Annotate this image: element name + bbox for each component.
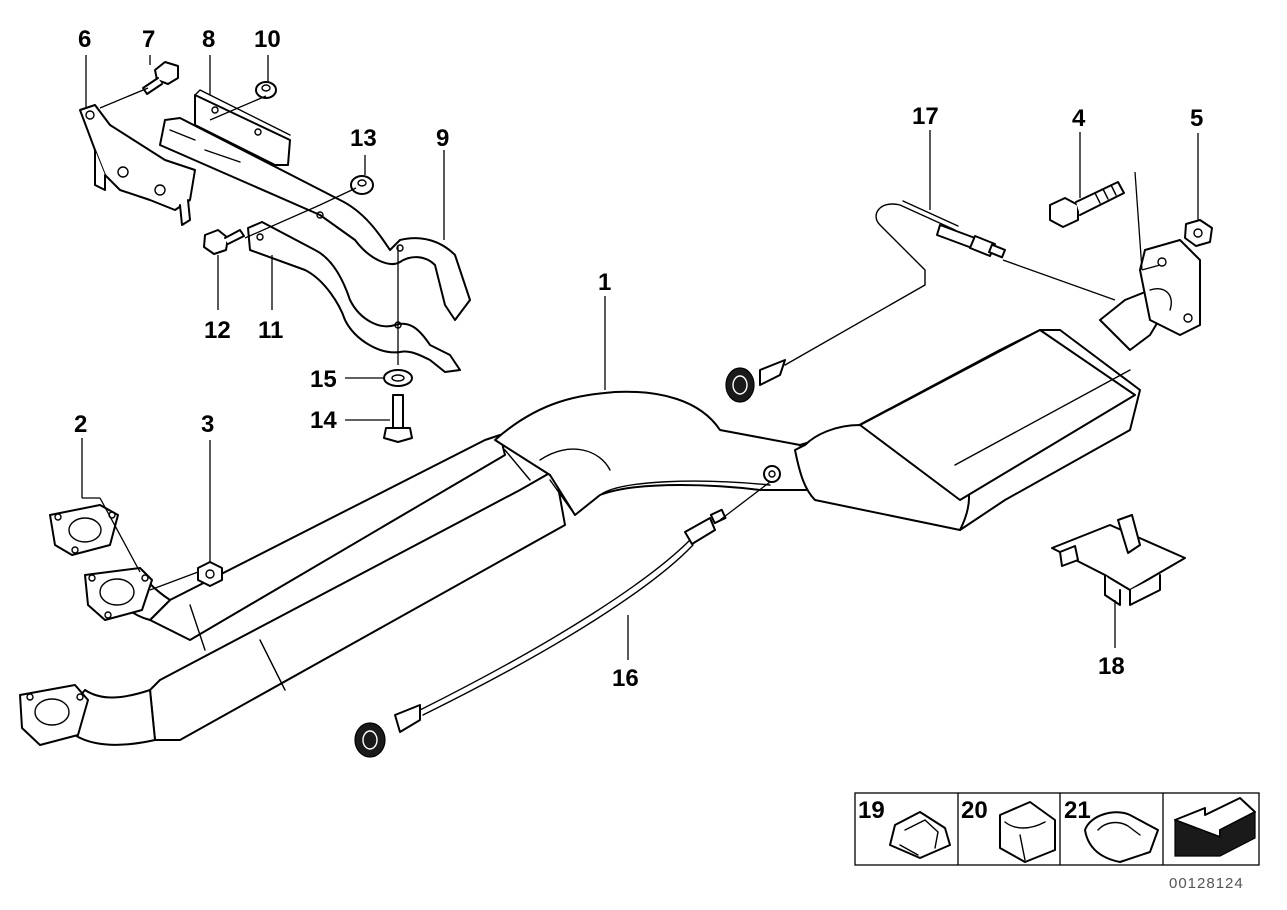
callout-5: 5 — [1190, 105, 1203, 132]
clip-20-icon — [999, 801, 1056, 863]
bolt-12 — [203, 229, 245, 255]
leader-lines — [81, 55, 1199, 660]
callout-7: 7 — [142, 26, 155, 53]
callout-3: 3 — [201, 411, 214, 438]
callout-2: 2 — [74, 411, 87, 438]
clip-19-icon — [889, 811, 951, 859]
nut-5 — [1184, 219, 1213, 247]
callout-15: 15 — [310, 366, 337, 393]
catalog-number: 00128124 — [1169, 875, 1244, 892]
direction-arrow-icon — [1174, 797, 1256, 857]
bolt-14 — [383, 394, 413, 443]
nut-3 — [197, 561, 223, 587]
gasket-2-lower — [84, 567, 153, 621]
callout-13: 13 — [350, 125, 377, 152]
callout-19: 19 — [858, 797, 885, 824]
nut-10 — [255, 81, 277, 99]
callout-1: 1 — [598, 269, 611, 296]
callout-14: 14 — [310, 407, 337, 434]
callout-4: 4 — [1072, 105, 1086, 132]
strap-9 — [159, 117, 471, 321]
callout-21: 21 — [1064, 797, 1091, 824]
bolt-7 — [142, 61, 179, 95]
callout-11: 11 — [258, 317, 283, 344]
callout-9: 9 — [436, 125, 449, 152]
pipe-flange-front — [19, 684, 89, 746]
bracket-6 — [79, 104, 196, 226]
callout-6: 6 — [78, 26, 91, 53]
callout-8: 8 — [202, 26, 215, 53]
bracket-8 — [194, 89, 291, 166]
gasket-2-upper — [49, 504, 119, 556]
nut-13 — [350, 175, 374, 195]
washer-15 — [383, 369, 413, 387]
clip-21-icon — [1084, 811, 1159, 863]
oxygen-sensor-16 — [354, 508, 727, 758]
callout-12: 12 — [204, 317, 231, 344]
catalytic-converter — [794, 239, 1201, 531]
sensor-connector-16 — [354, 704, 421, 758]
bracket-18 — [1051, 514, 1186, 606]
oxygen-sensor-17 — [725, 200, 1006, 403]
clip-legend: 19 20 21 — [854, 792, 1260, 866]
callout-16: 16 — [612, 665, 639, 692]
sensor-connector-17 — [725, 359, 786, 403]
callout-18: 18 — [1098, 653, 1125, 680]
callout-17: 17 — [912, 103, 939, 130]
bolt-4 — [1049, 181, 1125, 228]
callout-labels: 1 2 3 4 5 6 7 8 9 10 11 12 13 14 15 16 1… — [74, 26, 1203, 692]
callout-20: 20 — [961, 797, 988, 824]
front-exhaust-pipe-assembly — [59, 390, 811, 746]
callout-10: 10 — [254, 26, 281, 53]
